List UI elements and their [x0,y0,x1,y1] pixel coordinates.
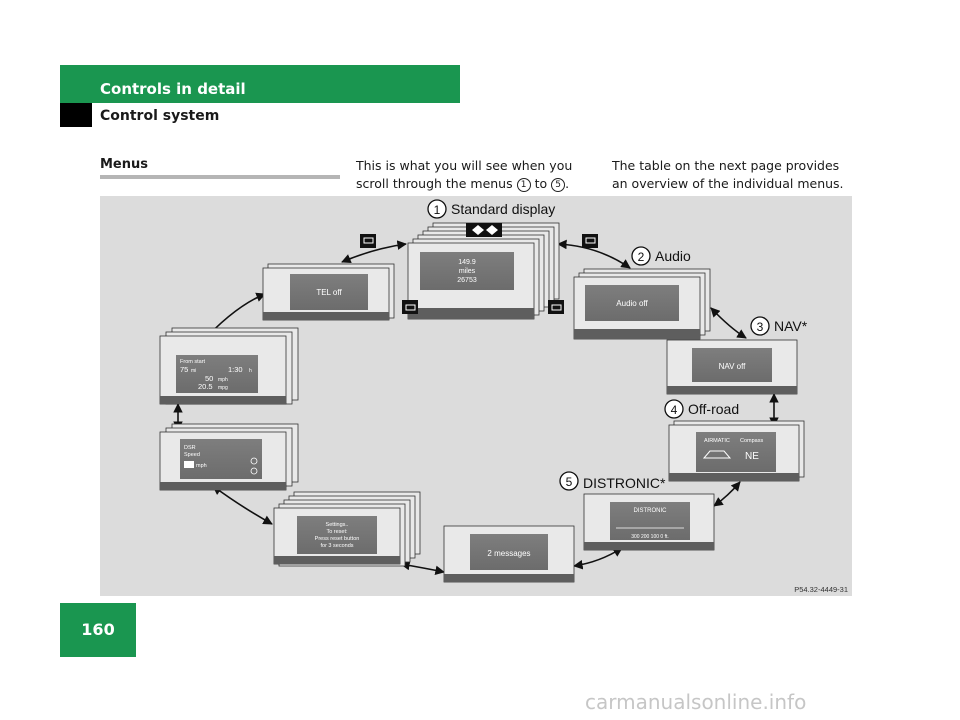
intro-paragraph: This is what you will see when you scrol… [356,157,606,193]
arrow-offroad-distronic [713,481,741,507]
section-title: Controls in detail [100,80,246,98]
up-down-arrows-icon [466,223,502,237]
page-forward-icon-topright [582,234,598,248]
screen-standard-display: 149.9 miles 26753 [407,222,560,320]
trip-speed-unit: mph [218,377,228,383]
dsr-minus-icon [250,467,258,475]
menu-label-5: 5 DISTRONIC* [559,471,666,491]
trip-distance: 75 [180,365,188,374]
dsr-line-1: DSR [184,445,196,451]
trip-speed: 50 [205,374,213,383]
distronic-title: DISTRONIC [634,508,668,514]
screen-trip: From start 75 mi 1:30 h 50 mph 20.5 mpg [159,327,299,405]
standard-line-2: miles [459,268,476,275]
offroad-airmatic: AIRMATIC [704,438,730,444]
intro-text-to: to [530,176,552,191]
menu-label-3: 3 NAV* [750,316,808,336]
settings-line-3: Press reset button [315,536,360,542]
arrow-tel-standard [341,240,407,264]
offroad-compass: Compass [740,438,763,444]
circled-number-5: 5 [551,178,566,192]
menu-diagram: 149.9 miles 26753 Audio off NAV off AIRM… [100,196,852,596]
screen-tel: TEL off [262,263,395,321]
table-reference-paragraph: The table on the next page provides an o… [612,158,844,191]
distronic-scale: 300 200 100 0 ft. [631,534,669,540]
screen-messages: 2 messages [443,525,575,583]
menu-label-2: 2 Audio [631,246,691,266]
watermark-text: carmanualsonline.info [585,690,807,714]
page-back-icon-left [402,300,418,314]
trip-consumption: 20.5 [198,382,213,391]
menu-title-2: Audio [655,248,691,264]
screen-nav: NAV off [666,339,798,395]
audio-screen-text: Audio off [616,299,648,308]
menu-title-3: NAV* [774,318,808,334]
tel-screen-text: TEL off [316,288,342,297]
arrow-standard-audio [557,239,631,269]
screen-audio: Audio off [573,268,711,340]
circled-number-1: 1 [516,178,531,192]
screen-dsr: DSR Speed mph [159,423,299,491]
nav-screen-text: NAV off [719,362,747,371]
settings-line-2: To reset: [326,529,348,535]
messages-screen-text: 2 messages [487,549,530,558]
menu-title-1: Standard display [451,201,555,217]
standard-line-3: 26753 [457,277,477,284]
menu-label-1: 1 Standard display [427,199,555,219]
menu-number-4: 4 [671,403,678,417]
dsr-plus-icon [250,457,258,465]
offroad-heading: NE [745,451,759,462]
page-number: 160 [81,620,115,639]
intro-text-before: This is what you will see when you scrol… [356,158,573,191]
screen-settings: Settings.. To reset: Press reset button … [273,491,421,567]
page-number-box [60,603,136,657]
menu-number-1: 1 [434,203,441,217]
header-bar [60,65,460,103]
menu-label-4: 4 Off-road [664,399,739,419]
trip-time-unit: h [249,368,252,374]
menu-title-5: DISTRONIC* [583,475,666,491]
menu-number-3: 3 [757,320,764,334]
settings-line-1: Settings.. [326,522,349,528]
dsr-unit: mph [196,463,207,469]
header-marker [60,103,92,127]
settings-line-4: for 3 seconds [320,543,353,549]
menu-title-4: Off-road [688,401,739,417]
standard-line-1: 149.9 [458,259,476,266]
subsection-title: Control system [100,108,220,124]
menu-number-5: 5 [566,475,573,489]
heading-rule [100,175,340,179]
dsr-speed-box [184,461,194,468]
figure-reference: P54.32-4449-31 [794,585,848,594]
trip-label: From start [180,359,206,365]
car-icon [702,450,732,459]
intro-text-after: . [565,176,570,191]
screen-offroad: AIRMATIC Compass NE [668,420,805,482]
trip-distance-unit: mi [191,368,196,374]
trip-time: 1:30 [228,365,243,374]
button-icons [360,223,598,314]
menus-heading: Menus [100,157,149,172]
screen-distronic: DISTRONIC 300 200 100 0 ft. [583,493,715,551]
trip-consumption-unit: mpg [218,385,228,391]
arrow-audio-nav [710,307,747,339]
menu-number-2: 2 [638,250,645,264]
dsr-line-2: Speed [184,452,200,458]
page-forward-icon-topleft [360,234,376,248]
page-back-icon-right [548,300,564,314]
